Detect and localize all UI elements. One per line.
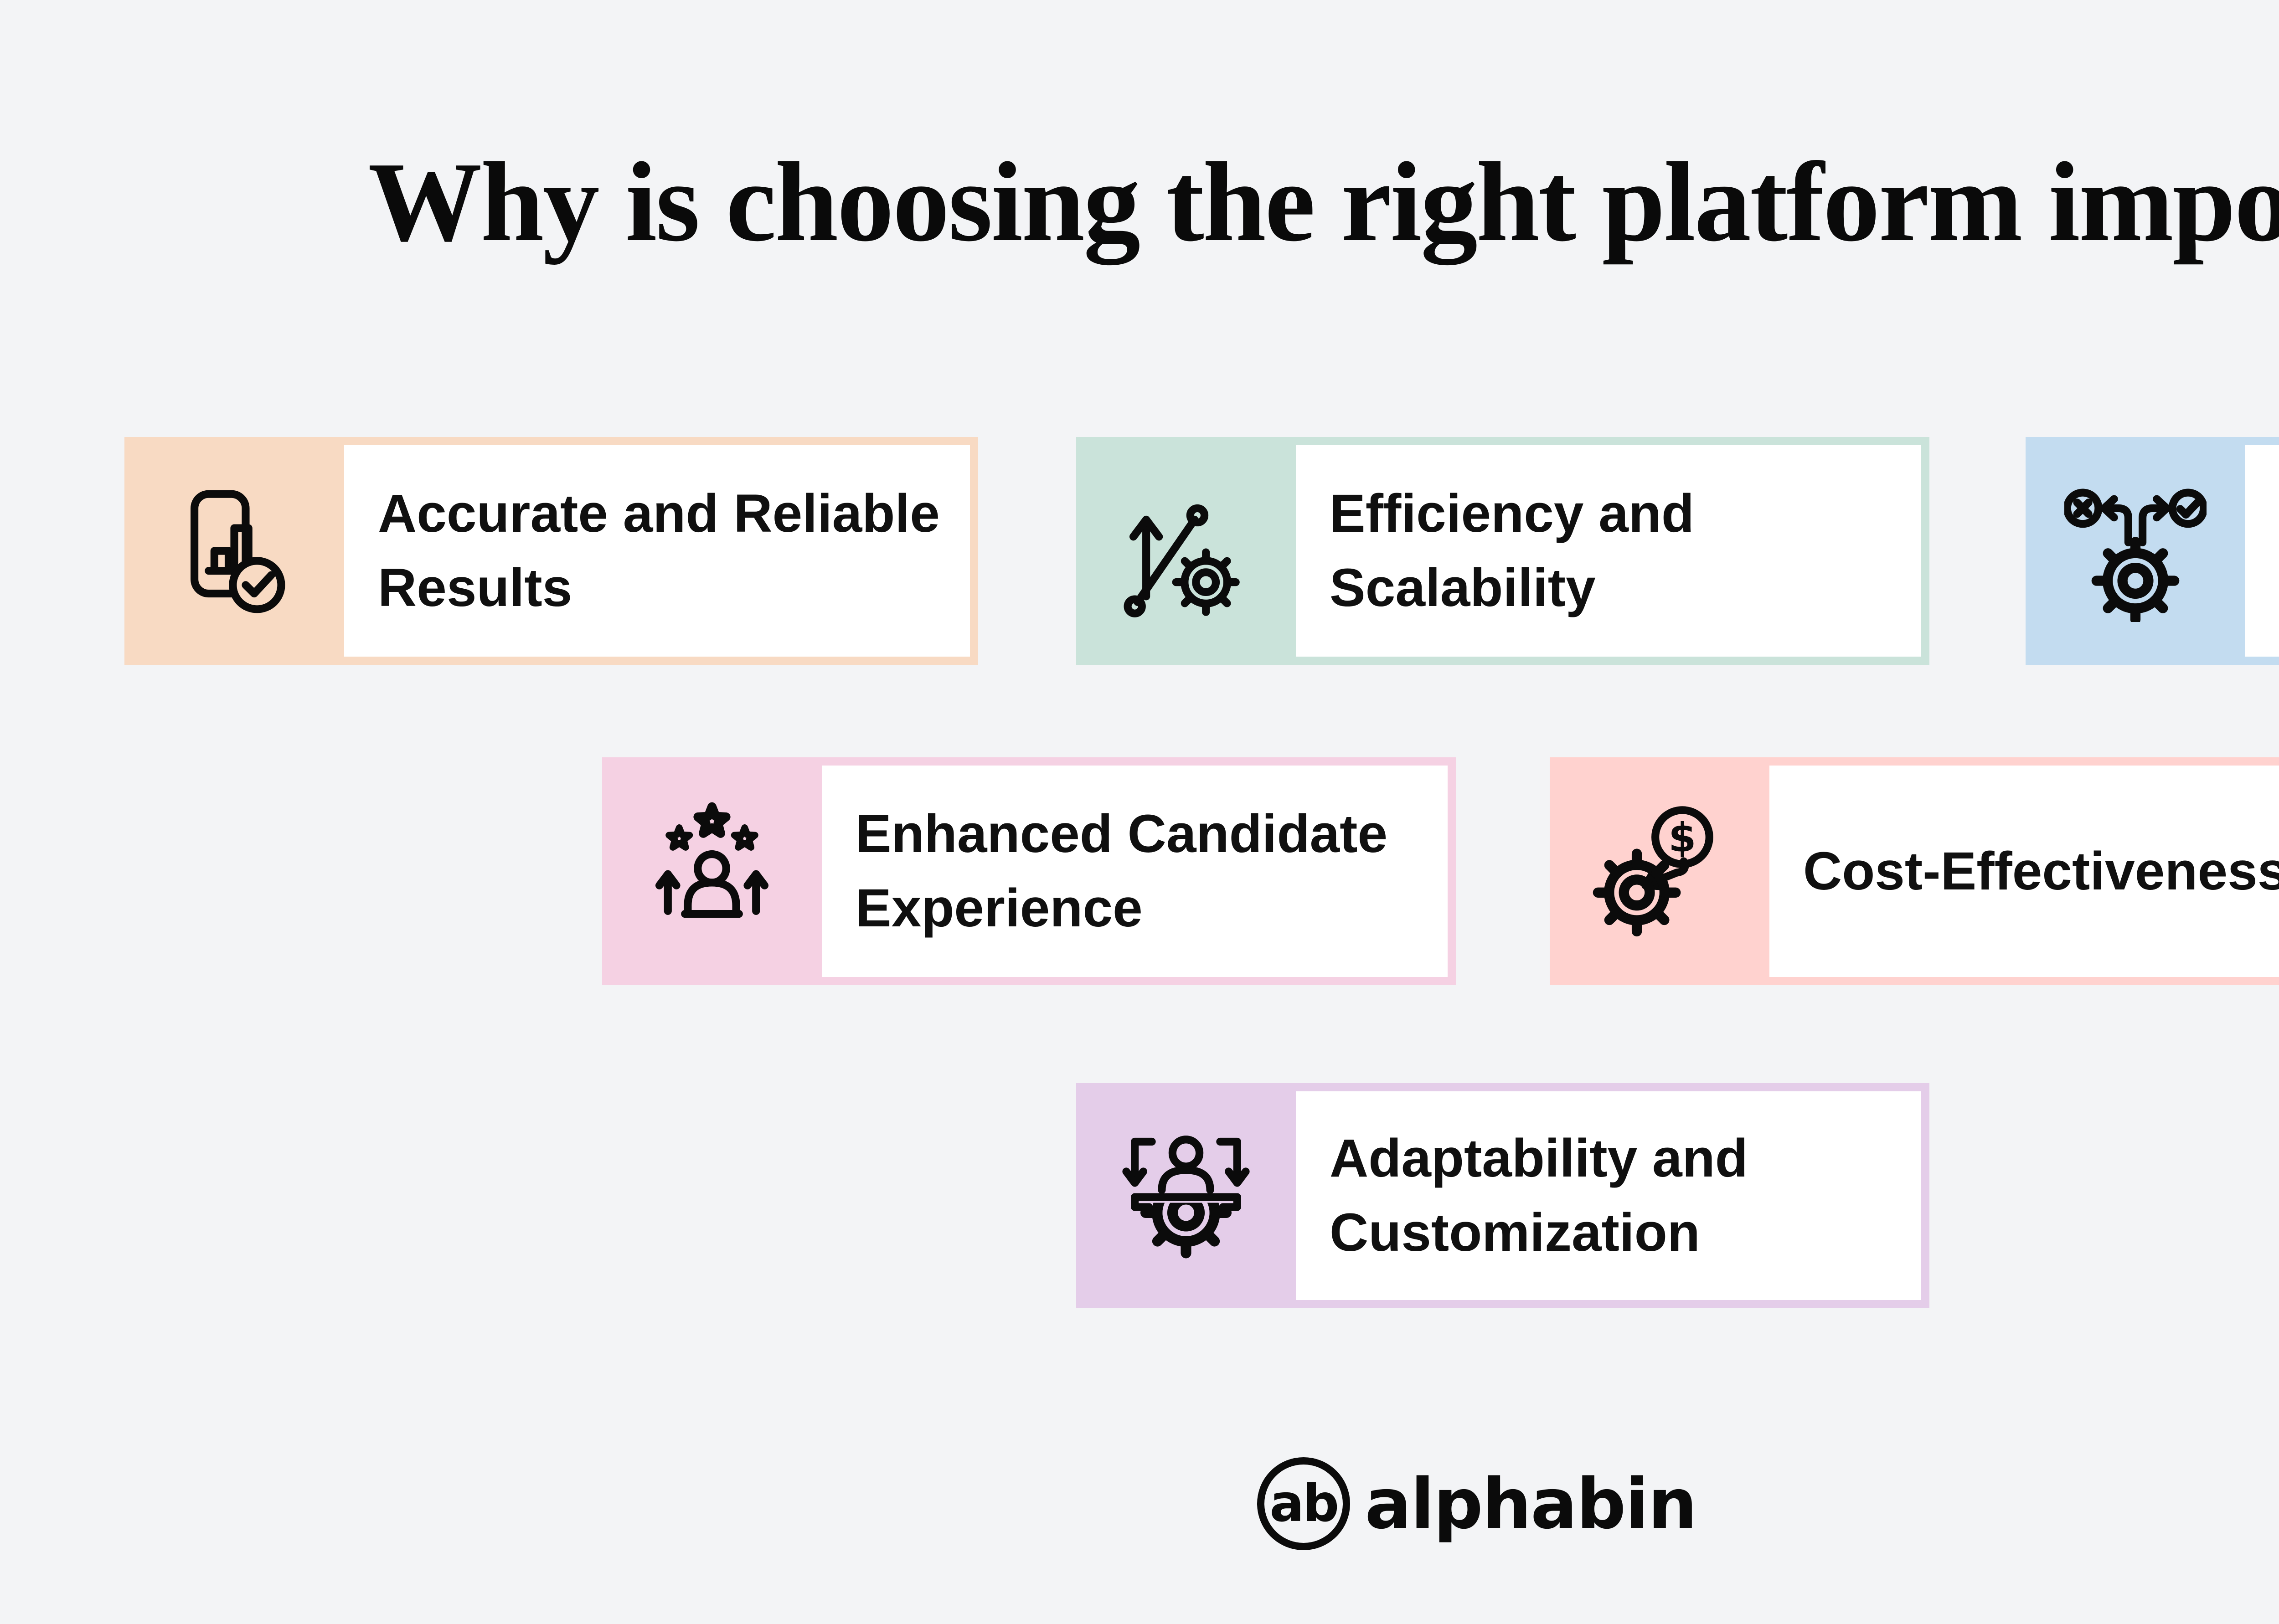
card-icon-zone: $ <box>1550 757 1769 985</box>
page-title: Why is choosing the right platform impor… <box>368 139 2279 265</box>
card-efficiency-scalability: Efficiency and Scalability <box>1076 437 1929 665</box>
card-icon-zone <box>1076 1083 1296 1308</box>
card-enhanced-candidate-experience: Enhanced Candidate Experience <box>602 757 1456 985</box>
card-label-panel: Enhanced Candidate Experience <box>822 766 1448 977</box>
card-label: Enhanced Candidate Experience <box>856 804 1388 938</box>
card-label-panel: Efficiency and Scalability <box>1296 445 1921 657</box>
phone-chart-check-icon <box>191 490 285 613</box>
growth-arrow-gear-icon <box>1124 504 1257 617</box>
card-label-panel: Cost-Effectiveness <box>1769 766 2279 977</box>
card-cost-effectiveness: $ Cost-Effectiveness <box>1550 757 2279 985</box>
gear-dollar-icon: $ <box>1588 806 1713 942</box>
card-label: Adaptability and Customization <box>1330 1128 1748 1263</box>
card-label-panel: Improved Decision- Making <box>2245 445 2279 657</box>
svg-text:$: $ <box>1669 814 1696 861</box>
card-label: Efficiency and Scalability <box>1330 483 1695 618</box>
card-label-panel: Adaptability and Customization <box>1296 1091 1921 1300</box>
card-icon-zone <box>124 437 344 665</box>
card-label: Improved Decision- Making <box>2245 477 2279 625</box>
card-icon-zone <box>602 757 822 985</box>
card-label-panel: Accurate and Reliable Results <box>344 445 970 657</box>
person-stars-icon <box>655 800 769 918</box>
logo-text: alphabin <box>1365 1463 1697 1544</box>
person-gear-arrows-icon <box>1122 1136 1250 1267</box>
decision-paths-gear-icon <box>2064 488 2207 622</box>
card-accurate-results: Accurate and Reliable Results <box>124 437 978 665</box>
card-label: Cost-Effectiveness <box>1803 841 2279 901</box>
card-adaptability-customization: Adaptability and Customization <box>1076 1083 1929 1308</box>
card-label: Accurate and Reliable Results <box>378 483 940 618</box>
alphabin-logo: ab alphabin <box>0 1457 2279 1550</box>
card-icon-zone <box>1076 437 1296 665</box>
ab-circle-logo-icon: ab <box>1257 1457 1351 1550</box>
card-icon-zone <box>2026 437 2245 665</box>
card-improved-decision-making: Improved Decision- Making <box>2026 437 2279 665</box>
